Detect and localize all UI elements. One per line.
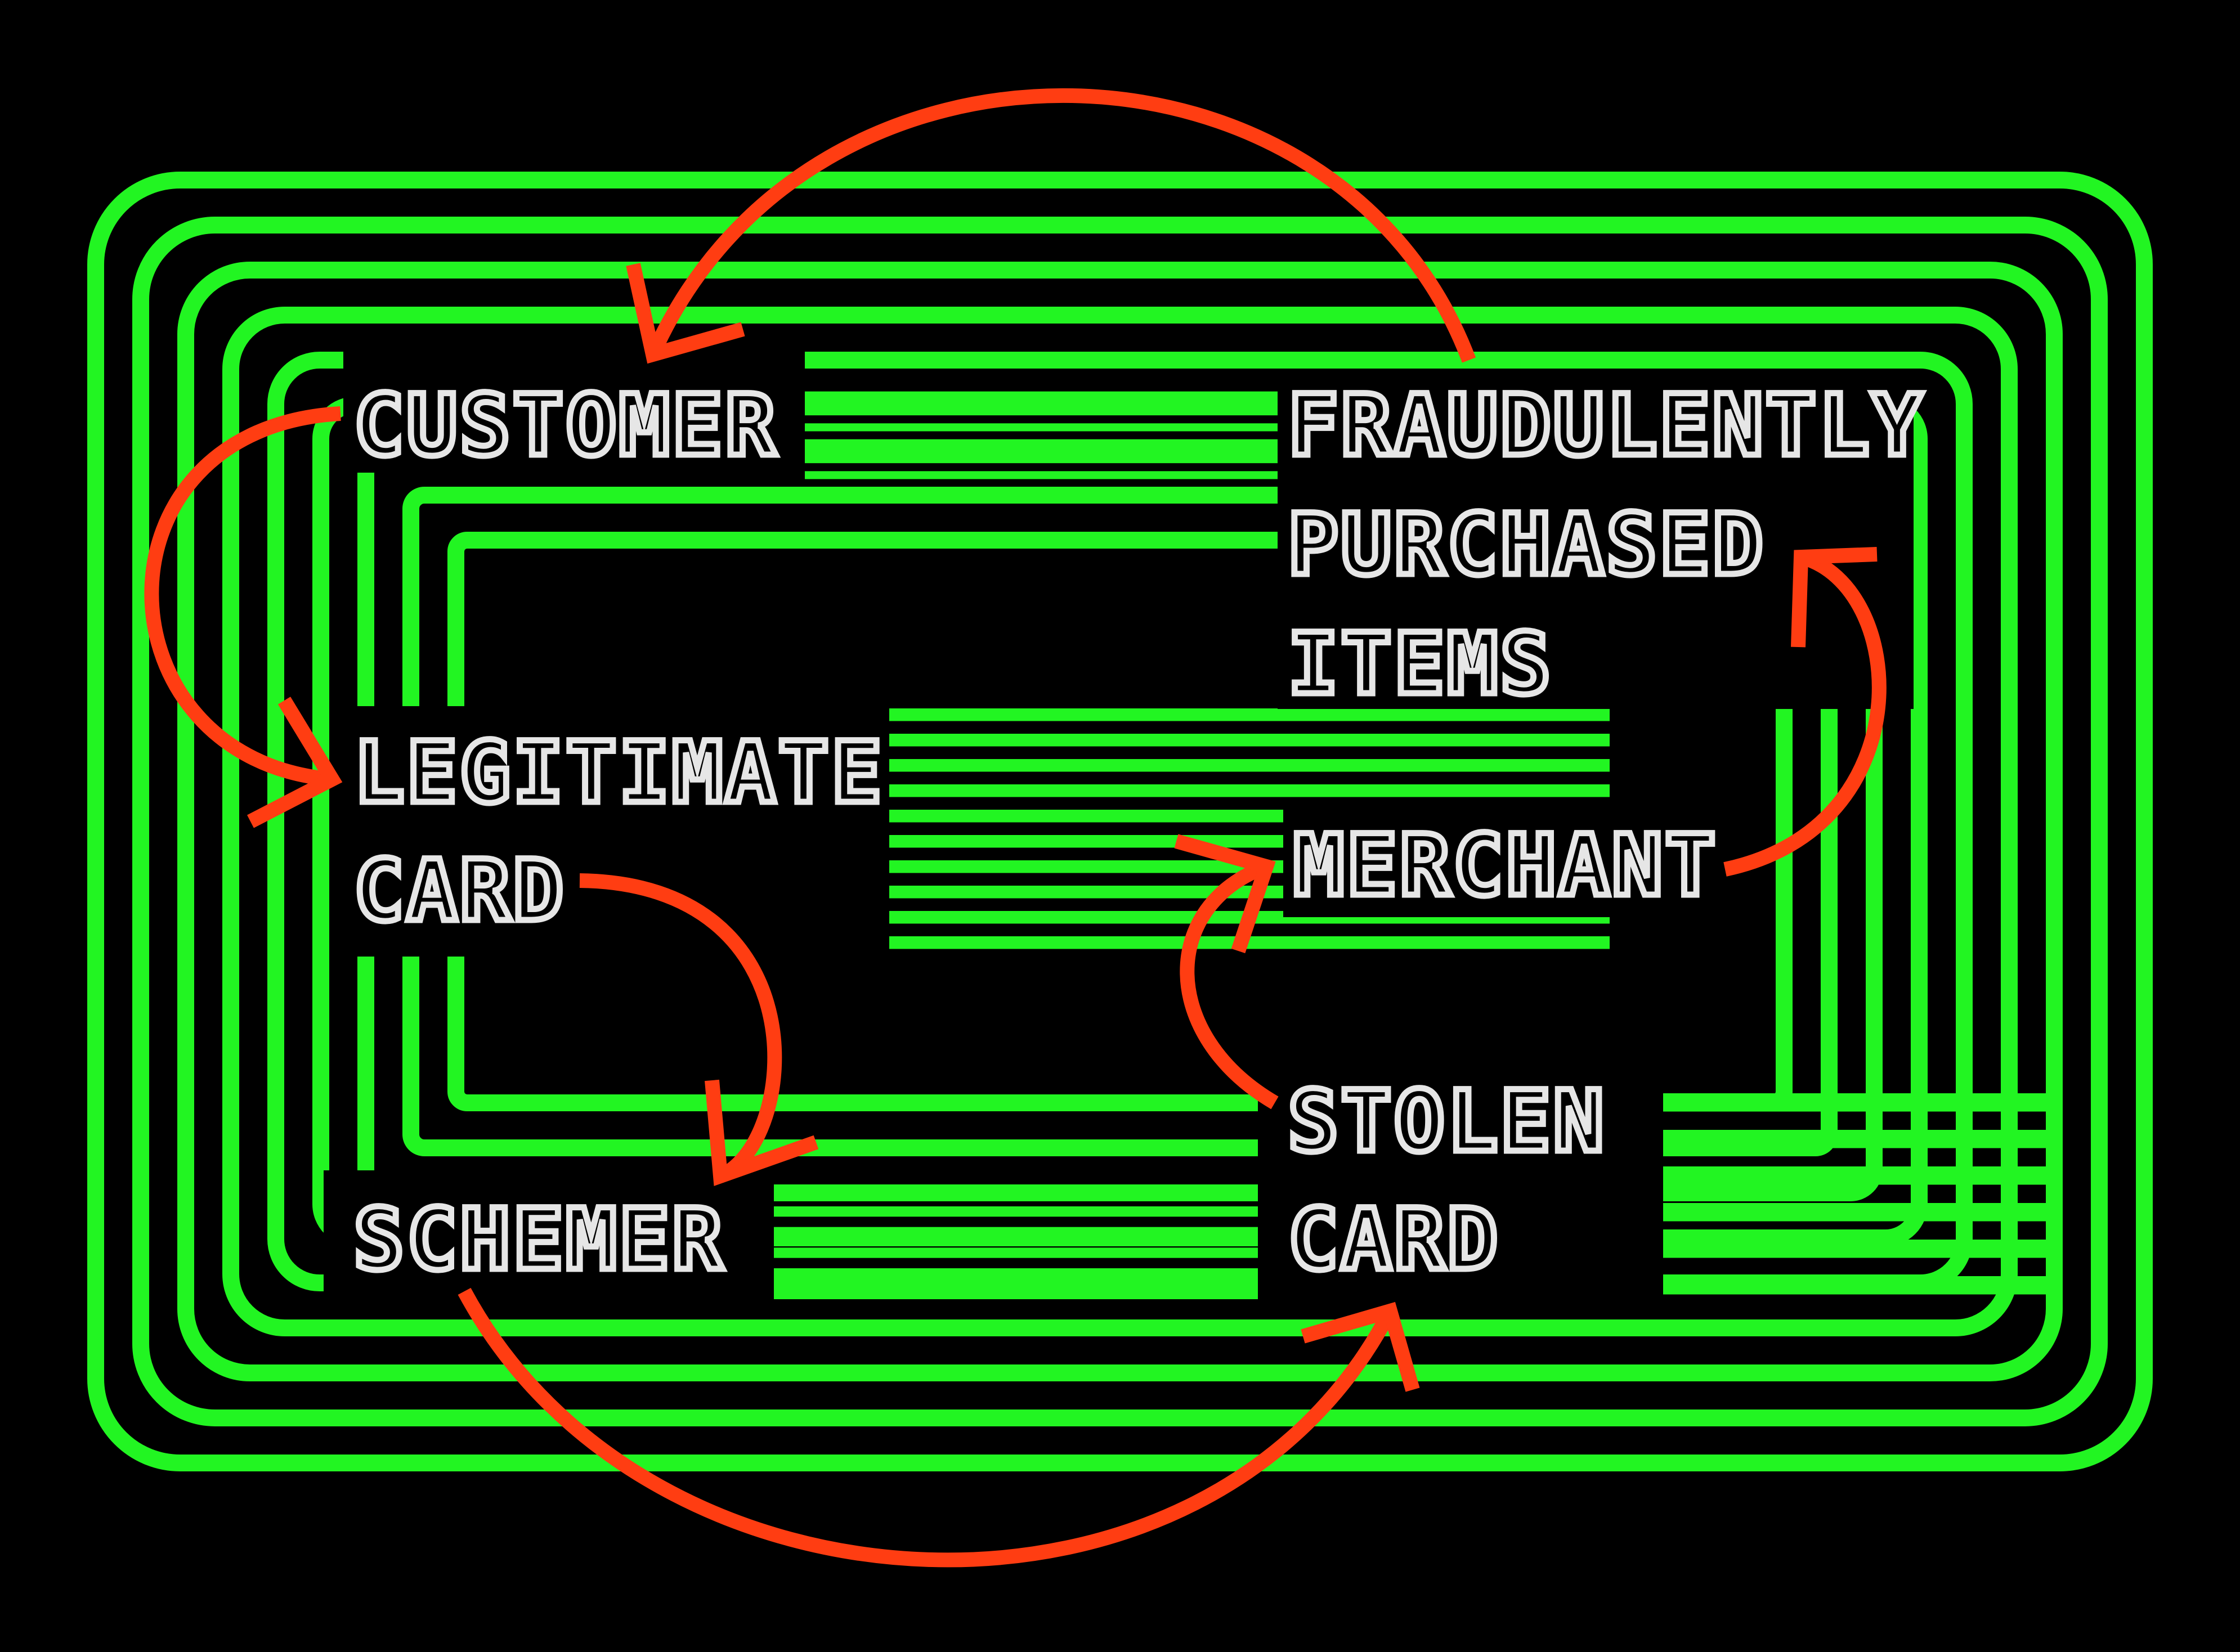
items-label-line-2: PURCHASED: [1288, 496, 1766, 594]
legitimate-card-label-line-1: LEGITIMATE: [353, 724, 884, 822]
stripe-band: [1663, 1166, 2054, 1185]
stripe-band: [805, 455, 1278, 463]
stripe-band: [889, 784, 1610, 797]
stripe-band: [774, 1289, 1258, 1299]
stolen-card-label-line-2: CARD: [1288, 1191, 1500, 1289]
stripe-band: [805, 439, 1278, 447]
stripe-band: [805, 392, 1278, 399]
customer-label: CUSTOMER: [353, 377, 778, 475]
stripe-band: [774, 1206, 1258, 1216]
items-label-line-1: FRAUDULENTLY: [1288, 377, 1925, 475]
stripe-band: [1663, 1276, 2054, 1295]
stripe-band: [889, 734, 1610, 747]
stripe-band: [774, 1227, 1258, 1237]
stripe-band: [805, 407, 1278, 415]
stripe-band: [1663, 1093, 2054, 1112]
stripe-band: [889, 759, 1610, 772]
stripe-band: [1663, 1130, 2054, 1148]
stripe-band: [774, 1247, 1258, 1258]
stripe-band: [805, 423, 1278, 431]
items-label-line-3: ITEMS: [1288, 616, 1553, 713]
schemer-label: SCHEMER: [353, 1191, 725, 1289]
stripe-band: [1663, 1203, 2054, 1222]
stripe-band: [805, 471, 1278, 479]
stripe-band: [1663, 1240, 2054, 1258]
stripe-band: [774, 1268, 1258, 1278]
stolen-card-label-line-1: STOLEN: [1288, 1073, 1606, 1171]
legitimate-card-label-line-2: CARD: [353, 842, 566, 940]
stripe-band: [774, 1186, 1258, 1196]
merchant-label: MERCHANT: [1293, 817, 1718, 915]
